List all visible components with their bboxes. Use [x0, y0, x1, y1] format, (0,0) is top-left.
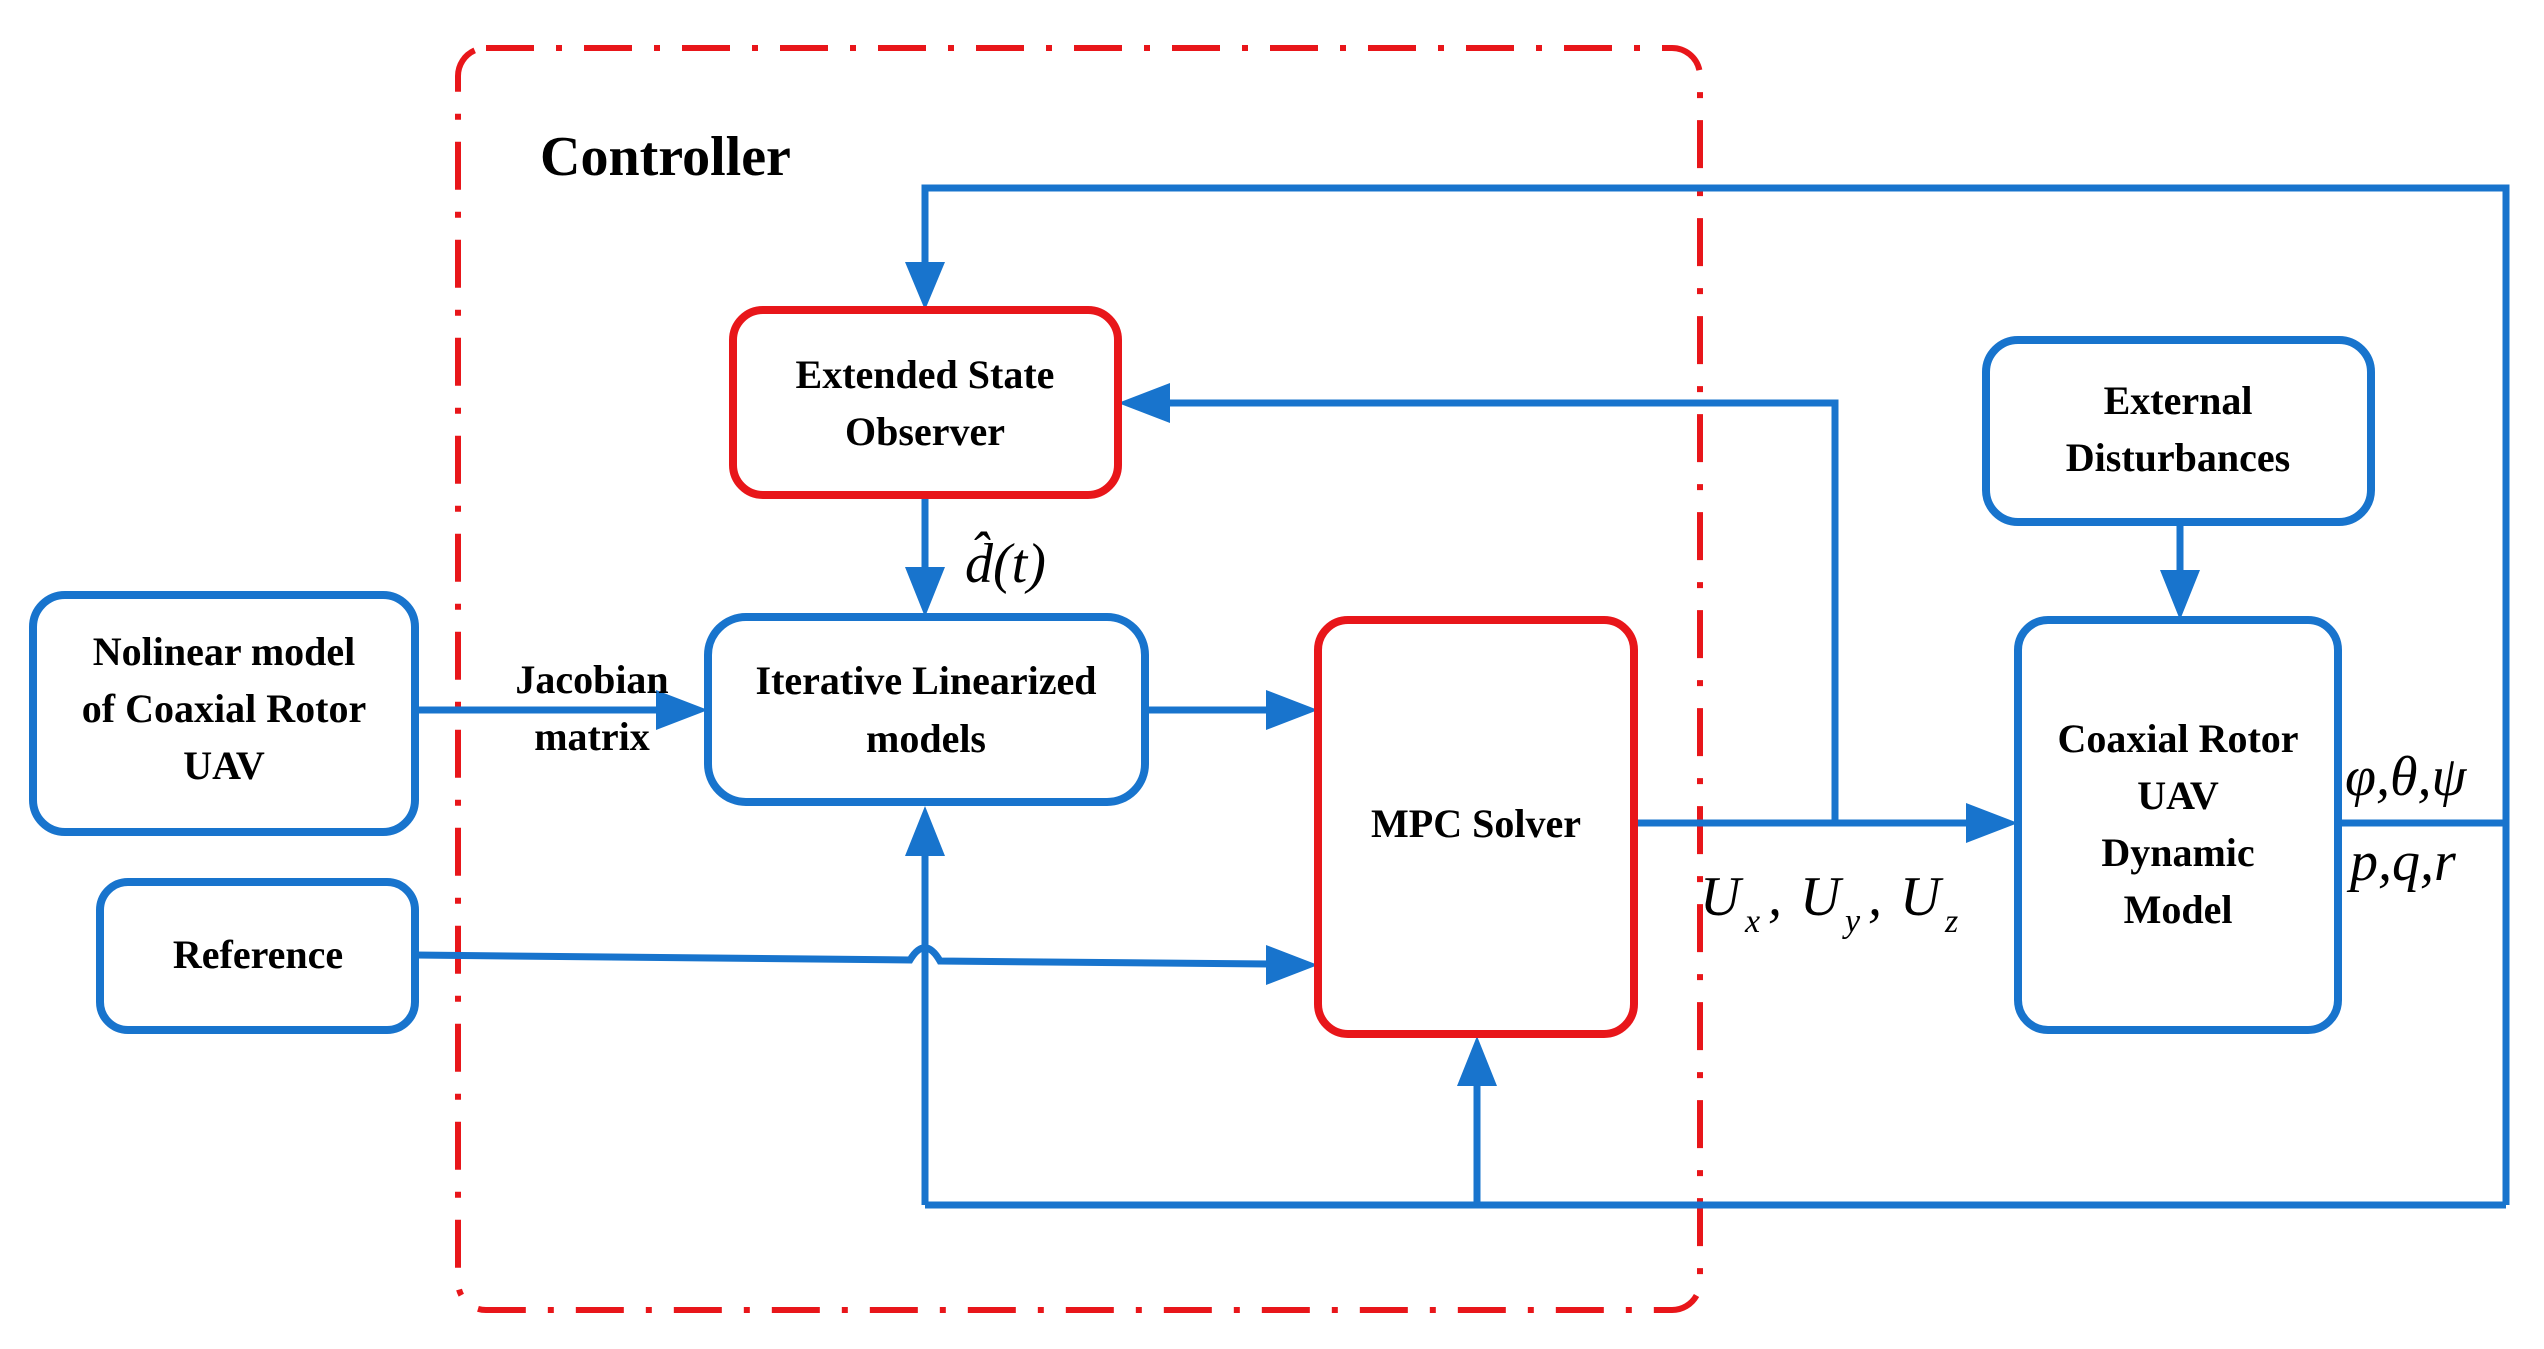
eso-block	[729, 306, 1122, 499]
control-inputs-label: U x , U y , U z	[1700, 866, 1958, 940]
arrowhead-into-ilm-top	[905, 567, 945, 617]
dhat-label: d̂(t)	[965, 531, 1046, 595]
eso-label-line2: Observer	[845, 409, 1005, 454]
reference-block	[96, 878, 419, 1034]
jacobian-label-line2: matrix	[534, 714, 650, 759]
nonlinear-label-line1: Nolinear model	[93, 629, 356, 674]
arrowhead-into-mpc-bottom	[1457, 1036, 1497, 1086]
arrowhead-into-plant-top	[2160, 570, 2200, 620]
reference-to-mpc-wire	[414, 944, 1271, 968]
plant-label-line3: Dynamic	[2101, 830, 2254, 875]
feedback-wire-top	[921, 184, 2510, 1205]
angles-label: φ,θ,ψ	[2345, 746, 2467, 808]
uz-symbol: U	[1900, 866, 1944, 928]
mpc-label: MPC Solver	[1371, 801, 1581, 846]
arrowhead-into-eso-top	[905, 262, 945, 310]
arrowhead-into-mpc-left	[1266, 690, 1318, 730]
arrowhead-into-ilm-left	[656, 690, 708, 730]
separator-1: ,	[1768, 866, 1782, 928]
plant-block	[2014, 616, 2342, 1034]
disturbances-label-line1: External	[2104, 378, 2253, 423]
ilm-label-line2: models	[866, 716, 986, 761]
nonlinear-label-line3: UAV	[183, 743, 265, 788]
uz-subscript: z	[1944, 903, 1958, 940]
arrowhead-into-plant	[1966, 803, 2018, 843]
nonlinear-model-block	[29, 591, 419, 836]
nonlinear-label-line2: of Coaxial Rotor	[82, 686, 366, 731]
arrowhead-into-mpc-reference	[1266, 945, 1318, 985]
arrowhead-into-eso-right	[1118, 383, 1170, 423]
ux-symbol: U	[1700, 866, 1744, 928]
separator-2: ,	[1868, 866, 1882, 928]
uy-subscript: y	[1842, 903, 1861, 940]
arrowhead-into-ilm-bottom	[905, 806, 945, 856]
ux-subscript: x	[1744, 903, 1760, 940]
plant-label-line4: Model	[2124, 887, 2233, 932]
plant-label-line1: Coaxial Rotor	[2057, 716, 2298, 761]
uy-symbol: U	[1800, 866, 1844, 928]
mpc-block	[1314, 616, 1638, 1038]
disturbances-label-line2: Disturbances	[2066, 435, 2290, 480]
ilm-block	[704, 613, 1149, 806]
controller-label: Controller	[540, 126, 791, 188]
eso-label-line1: Extended State	[796, 352, 1055, 397]
rates-label: p,q,r	[2346, 831, 2456, 893]
jacobian-label-line1: Jacobian	[515, 657, 668, 702]
ilm-label-line1: Iterative Linearized	[756, 658, 1097, 703]
plant-label-line2: UAV	[2137, 773, 2219, 818]
reference-label: Reference	[173, 932, 343, 977]
controller-boundary	[455, 45, 1703, 1313]
control-feedback-to-eso-wire	[1160, 399, 1839, 823]
disturbances-block	[1982, 336, 2375, 526]
